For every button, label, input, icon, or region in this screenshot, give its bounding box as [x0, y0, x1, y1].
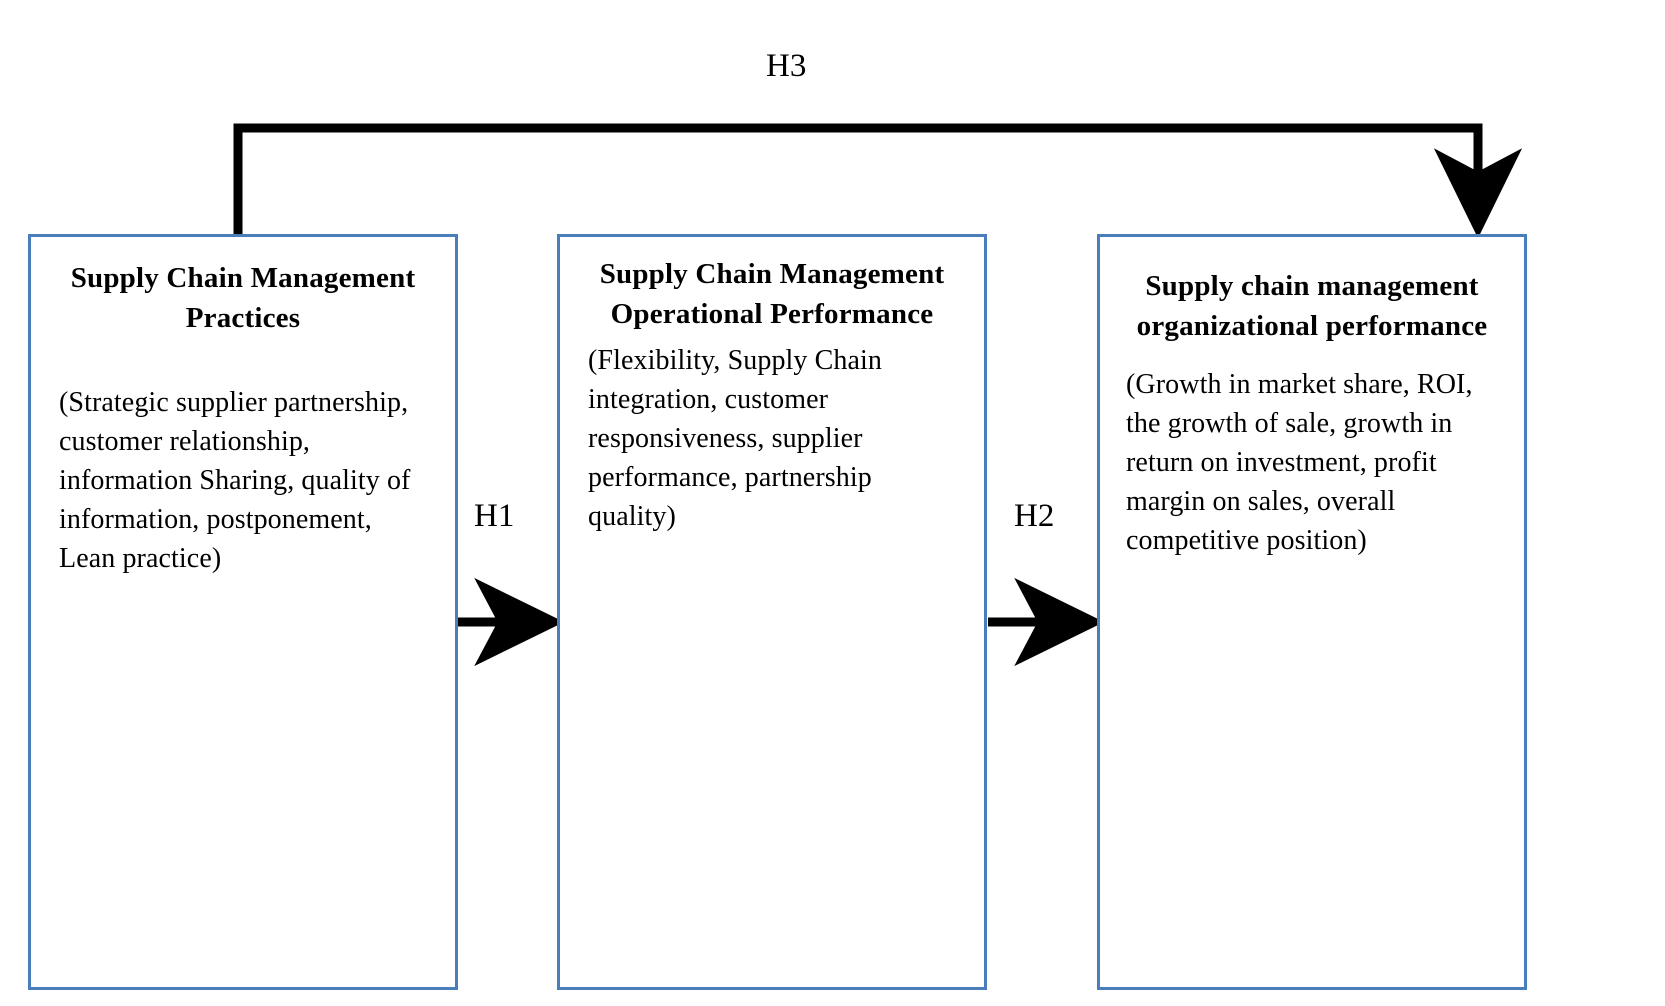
node-box-scm-operational-performance[interactable]: Supply Chain Management Operational Perf…: [557, 234, 987, 990]
hypothesis-label-h1: H1: [474, 498, 515, 534]
hypothesis-label-h2: H2: [1014, 498, 1055, 534]
node-body-scm-practices: (Strategic supplier partnership, custome…: [59, 387, 411, 575]
node-body-scm-operational-performance: (Flexibility, Supply Chain integration, …: [588, 345, 883, 533]
node-box-scm-organizational-performance[interactable]: Supply chain management organizational p…: [1097, 234, 1527, 990]
hypothesis-label-h3: H3: [766, 48, 807, 84]
node-body-scm-organizational-performance: (Growth in market share, ROI, the growth…: [1126, 369, 1473, 557]
node-title-scm-practices: Supply Chain Management Practices: [70, 262, 416, 334]
node-title-scm-organizational-performance: Supply chain management organizational p…: [1136, 270, 1488, 342]
node-box-scm-practices[interactable]: Supply Chain Management Practices (Strat…: [28, 234, 458, 990]
node-title-scm-operational-performance: Supply Chain Management Operational Perf…: [599, 258, 945, 330]
connector-h3: [233, 123, 1523, 240]
